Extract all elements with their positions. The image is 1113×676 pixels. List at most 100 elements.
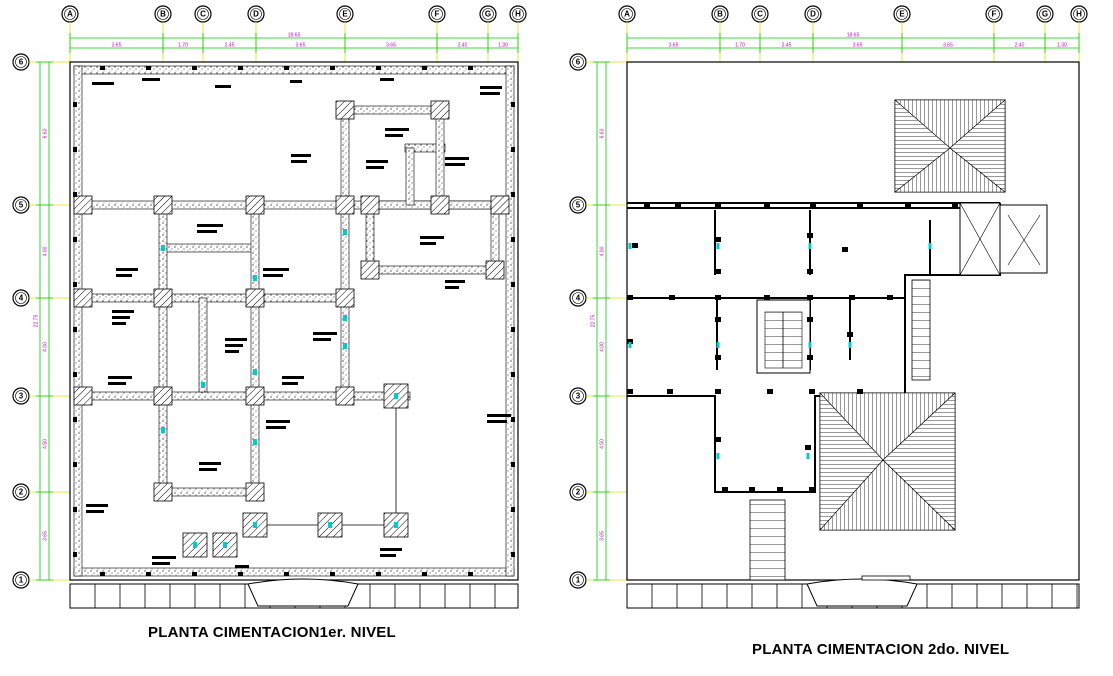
partial-dimension-text: 3.65 — [112, 42, 122, 48]
wall-anchor-mark — [715, 437, 721, 442]
note-label-mark — [282, 382, 298, 385]
axis-bubble-label: F — [435, 10, 440, 19]
wall-anchor-mark — [857, 389, 863, 394]
note-label-mark — [385, 134, 403, 137]
column-marker — [328, 522, 332, 528]
wall-anchor-mark — [810, 203, 816, 208]
first-level-plan-title: PLANTA CIMENTACION1er. NIVEL — [148, 624, 396, 641]
axis-bubble-inner — [896, 8, 908, 20]
anchor-mark — [511, 192, 515, 197]
anchor-mark — [238, 66, 243, 70]
wall-anchor-mark — [627, 389, 633, 394]
column-footing-pad — [430, 100, 450, 120]
anchor-mark — [100, 66, 105, 70]
axis-bubble-inner — [512, 8, 524, 20]
note-label-mark — [112, 322, 126, 325]
axis-bubble-inner — [807, 8, 819, 20]
column-marker — [253, 369, 257, 375]
axis-bubble-label: 4 — [19, 294, 24, 303]
wall-anchor-mark — [669, 295, 675, 300]
axis-bubble-inner — [431, 8, 443, 20]
axis-bubble-inner — [572, 574, 584, 586]
column-axis-g-bubble: G — [479, 5, 497, 23]
row-axis-2-bubble: 2 — [569, 483, 587, 501]
side-partial-dimension-text: 3.65 — [599, 531, 605, 541]
sidewalk-paving — [626, 578, 1080, 609]
row-axis-1-bubble: 1 — [12, 571, 30, 589]
note-label-mark — [487, 420, 507, 423]
wall-anchor-mark — [777, 487, 783, 492]
anchor-mark — [422, 66, 427, 70]
note-label-mark — [112, 316, 130, 319]
row-axis-1-bubble: 1 — [569, 571, 587, 589]
note-label-mark — [445, 163, 465, 166]
axis-bubble-label: 5 — [19, 201, 24, 210]
note-label-mark — [445, 157, 469, 160]
partial-dimension-text: 1.30 — [498, 42, 508, 48]
note-label-mark — [291, 160, 307, 163]
axis-bubble-label: H — [1076, 10, 1082, 19]
column-marker — [848, 342, 852, 348]
column-marker — [808, 243, 812, 249]
axis-bubble-inner — [64, 8, 76, 20]
column-marker — [716, 342, 720, 348]
partial-dimension-text: 2.45 — [225, 42, 235, 48]
axis-bubble-label: 1 — [576, 576, 581, 585]
row-axis-2-bubble: 2 — [12, 483, 30, 501]
column-axis-f-bubble: F — [428, 5, 446, 23]
overall-dimension-text: 18.65 — [847, 32, 860, 38]
wall-anchor-mark — [809, 389, 815, 394]
axis-bubble-label: C — [757, 10, 763, 19]
column-marker — [343, 315, 347, 321]
anchor-mark — [192, 572, 197, 576]
note-label-mark — [225, 350, 239, 353]
note-label-mark — [152, 556, 176, 559]
partial-dimension-text: 1.70 — [735, 42, 745, 48]
column-marker — [253, 439, 257, 445]
side-partial-dimension-text: 6.60 — [599, 128, 605, 138]
anchor-mark — [376, 66, 381, 70]
strip-footing-horizontal — [344, 105, 446, 115]
axis-bubble-label: B — [717, 10, 723, 19]
axis-bubble-inner — [1039, 8, 1051, 20]
partial-dimension-text: 3.65 — [669, 42, 679, 48]
axis-bubble-inner — [714, 8, 726, 20]
column-footing-pad — [485, 260, 505, 280]
axis-bubble-label: 2 — [576, 488, 581, 497]
wall-anchor-mark — [632, 243, 638, 248]
column-footing-pad — [490, 195, 510, 215]
axis-bubble-inner — [15, 390, 27, 402]
strip-footing-vertical — [365, 204, 375, 271]
note-label-mark — [380, 554, 396, 557]
column-axis-e-bubble: E — [893, 5, 911, 23]
anchor-mark — [73, 462, 77, 467]
column-marker — [928, 243, 932, 249]
wall-anchor-mark — [807, 295, 813, 300]
perimeter-footing — [73, 65, 515, 577]
wall-anchor-mark — [905, 203, 911, 208]
wall-anchor-mark — [847, 332, 853, 337]
wall-anchor-mark — [952, 203, 958, 208]
wall-anchor-mark — [849, 295, 855, 300]
entry-step — [861, 575, 911, 581]
axis-bubble-label: A — [67, 10, 73, 19]
note-label-mark — [199, 462, 221, 465]
strip-footing-horizontal — [369, 265, 496, 275]
column-axis-a-bubble: A — [618, 5, 636, 23]
note-label-mark — [480, 92, 500, 95]
axis-bubble-inner — [1073, 8, 1085, 20]
axis-bubble-inner — [482, 8, 494, 20]
column-axis-b-bubble: B — [154, 5, 172, 23]
column-axis-d-bubble: D — [804, 5, 822, 23]
column-footing-pad — [153, 386, 173, 406]
column-footing-pad — [73, 195, 93, 215]
column-marker — [201, 382, 205, 388]
column-footing-pad — [245, 482, 265, 502]
entrance-ramp — [806, 578, 918, 607]
note-label-mark — [116, 274, 132, 277]
entrance-ramp — [247, 578, 359, 607]
note-label-mark — [112, 310, 134, 313]
side-dimension-chain: 22.756.604.004.004.503.65 — [33, 61, 53, 581]
column-marker — [716, 453, 720, 459]
